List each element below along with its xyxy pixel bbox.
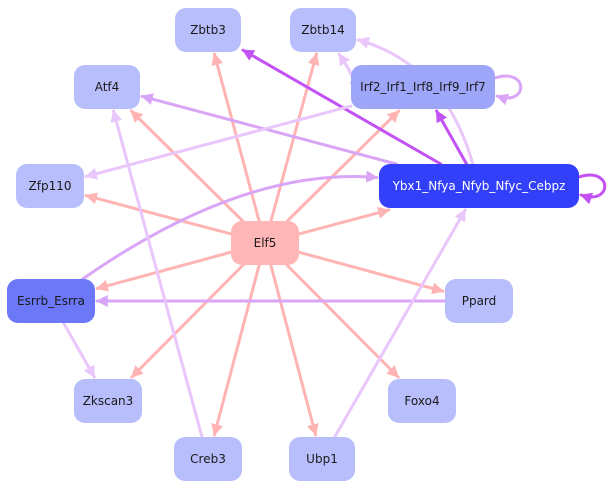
node-label: Zbtb14	[301, 23, 344, 37]
edge-ybx1-to-ybx1	[577, 173, 607, 205]
node-box	[289, 437, 355, 481]
edge-elf5-to-foxo4	[285, 263, 400, 379]
node-box	[175, 8, 241, 52]
edge-ubp1-to-ybx1	[333, 208, 467, 439]
edge-elf5-to-esrrb	[95, 250, 233, 292]
node-box	[445, 279, 513, 323]
node-label: Ppard	[462, 294, 497, 308]
edge-creb3-to-atf4	[110, 109, 204, 439]
node-ppard[interactable]: Ppard	[445, 279, 513, 323]
edge-elf5-to-zfp110	[84, 192, 233, 236]
edge-elf5-to-ybx1	[297, 206, 391, 236]
node-box	[74, 65, 140, 109]
edge-elf5-to-creb3	[211, 263, 261, 437]
node-label: Zkscan3	[83, 394, 134, 408]
edge-esrrb-to-zkscan3	[62, 321, 96, 379]
edge-esrrb-to-ybx1	[81, 170, 379, 281]
node-creb3[interactable]: Creb3	[174, 437, 242, 481]
node-label: Ubp1	[306, 452, 338, 466]
edge-elf5-to-zkscan3	[130, 263, 245, 379]
edge-elf5-to-ppard	[297, 250, 445, 295]
node-box	[174, 437, 242, 481]
node-box	[388, 379, 456, 423]
node-ybx1[interactable]: Ybx1_Nfya_Nfyb_Nfyc_Cebpz	[379, 164, 579, 208]
node-box	[231, 221, 299, 265]
edge-irf-to-irf	[493, 74, 523, 106]
node-zkscan3[interactable]: Zkscan3	[74, 379, 142, 423]
node-box	[351, 65, 495, 109]
node-label: Esrrb_Esrra	[17, 294, 85, 308]
node-irf[interactable]: Irf2_Irf1_Irf8_Irf9_Irf7	[351, 65, 495, 109]
node-box	[74, 379, 142, 423]
node-box	[7, 279, 95, 323]
node-label: Ybx1_Nfya_Nfyb_Nfyc_Cebpz	[392, 179, 566, 193]
node-zfp110[interactable]: Zfp110	[16, 164, 84, 208]
node-label: Foxo4	[404, 394, 439, 408]
node-label: Elf5	[254, 236, 277, 250]
node-box	[16, 164, 84, 208]
node-label: Atf4	[95, 80, 120, 94]
edge-ybx1-to-atf4	[140, 93, 398, 166]
node-zbtb14[interactable]: Zbtb14	[290, 8, 356, 52]
node-ubp1[interactable]: Ubp1	[289, 437, 355, 481]
node-elf5[interactable]: Elf5	[231, 221, 299, 265]
node-label: Zbtb3	[190, 23, 226, 37]
node-foxo4[interactable]: Foxo4	[388, 379, 456, 423]
edge-irf-to-zfp110	[84, 104, 353, 180]
node-box	[290, 8, 356, 52]
edge-elf5-to-ubp1	[269, 263, 319, 437]
edge-elf5-to-atf4	[129, 109, 245, 223]
edge-ybx1-to-irf	[435, 109, 469, 166]
edge-layer	[62, 37, 607, 439]
node-label: Creb3	[190, 452, 226, 466]
node-box	[379, 164, 579, 208]
node-atf4[interactable]: Atf4	[74, 65, 140, 109]
node-zbtb3[interactable]: Zbtb3	[175, 8, 241, 52]
node-esrrb[interactable]: Esrrb_Esrra	[7, 279, 95, 323]
node-label: Irf2_Irf1_Irf8_Irf9_Irf7	[360, 80, 486, 94]
node-label: Zfp110	[29, 179, 72, 193]
